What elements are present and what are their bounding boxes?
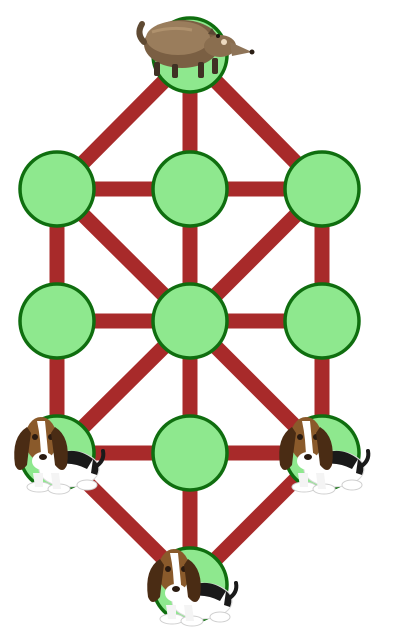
node-row2-right[interactable] <box>283 282 361 360</box>
node-row1-right[interactable] <box>283 150 361 228</box>
node-row2-left[interactable] <box>18 282 96 360</box>
node-row1-left[interactable] <box>18 150 96 228</box>
node-row2-center[interactable] <box>151 282 229 360</box>
node-row1-center[interactable] <box>151 150 229 228</box>
node-row3-center[interactable] <box>151 414 229 492</box>
